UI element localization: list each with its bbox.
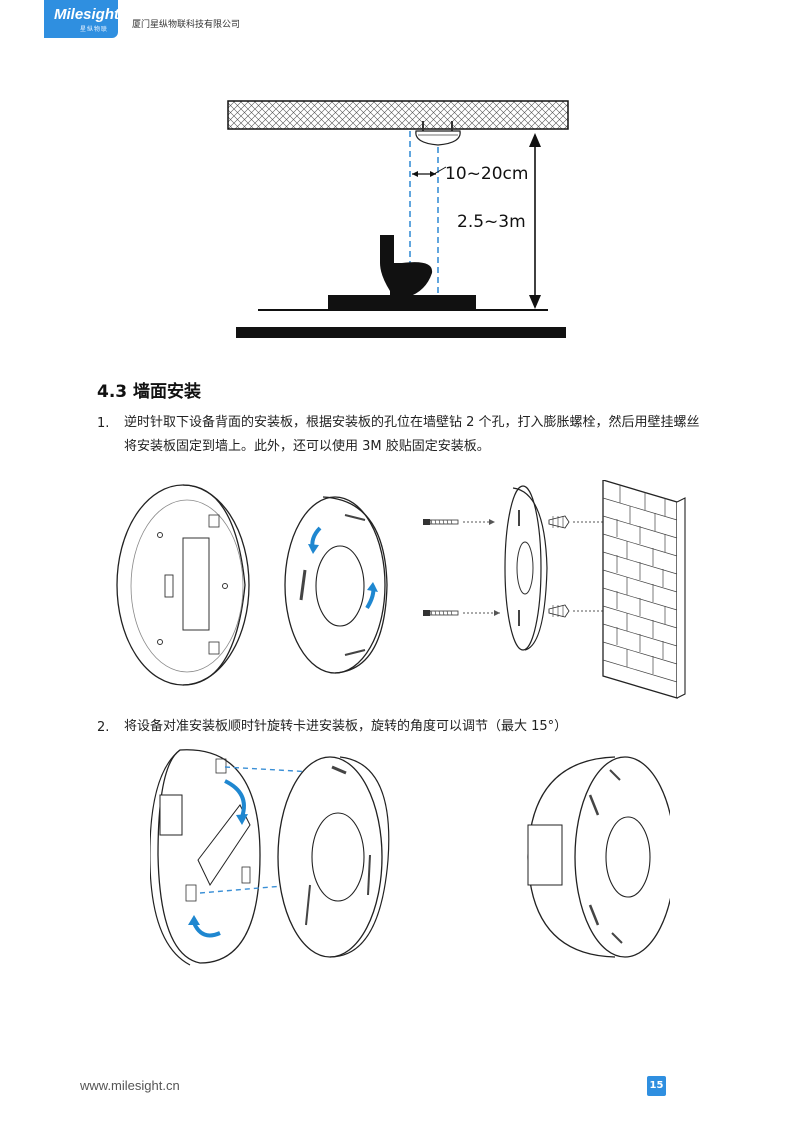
device-rear-with-arrows: [150, 749, 261, 966]
plate-side-view: [504, 485, 548, 651]
company-name: 厦门星纵物联科技有限公司: [132, 20, 241, 30]
offset-label: 10~20cm: [445, 164, 528, 184]
ceiling-slab: [227, 100, 569, 130]
anchor-bottom-icon: [548, 604, 570, 618]
device-back-view: [116, 484, 250, 686]
floor-base: [236, 327, 566, 338]
assembled-device-view: [527, 756, 670, 958]
brand-logo-background: [44, 0, 118, 38]
step-2-number: 2.: [97, 720, 110, 735]
height-label: 2.5~3m: [457, 212, 526, 232]
section-title: 4.3 墙面安装: [97, 382, 202, 402]
rotate-cw-arrow-icon: [192, 922, 221, 938]
screw-bottom-icon: [423, 610, 459, 616]
brick-wall-icon: [602, 480, 686, 699]
step-1-number: 1.: [97, 416, 110, 431]
rotate-cw-arrow-icon: [224, 779, 246, 818]
step-1-text: 逆时针取下设备背面的安装板，根据安装板的孔位在墙壁钻 2 个孔，打入膨胀螺栓，然…: [124, 415, 700, 454]
step-1-illustration: [116, 480, 686, 699]
ceiling-device-icon: [415, 121, 461, 146]
screw-top-icon: [423, 519, 459, 525]
step-2-illustration: [150, 749, 670, 966]
page-number-badge: 15: [647, 1076, 666, 1096]
mounting-plate-view: [284, 496, 388, 674]
brand-logo-text: Milesight: [54, 6, 120, 23]
step-2-text: 将设备对准安装板顺时针旋转卡进安装板，旋转的角度可以调节（最大 15°）: [124, 719, 568, 734]
footer-url[interactable]: www.milesight.cn: [80, 1078, 180, 1093]
ceiling-install-diagram: 10~20cm 2.5~3m: [227, 100, 569, 338]
floor-platform: [328, 295, 476, 309]
mounting-plate-rear: [277, 756, 390, 958]
anchor-top-icon: [548, 515, 570, 529]
brand-logo-subtext: 星纵物联: [80, 26, 109, 33]
toilet-icon: [380, 235, 433, 309]
